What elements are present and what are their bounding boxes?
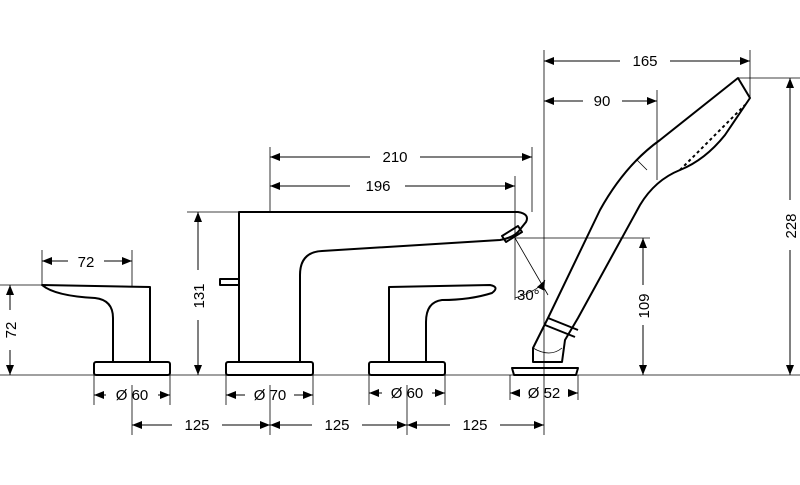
dim-spout-angle: 30° xyxy=(517,287,540,304)
dim-spout-reach-outer: 210 xyxy=(382,149,407,166)
dim-spout-reach-inner: 196 xyxy=(365,178,390,195)
dimension-lines xyxy=(6,57,794,429)
right-handle xyxy=(368,284,497,376)
dim-left-base-diameter: Ø 60 xyxy=(116,387,149,404)
dim-right-base-diameter: Ø 60 xyxy=(391,385,424,402)
dim-spacing-2: 125 xyxy=(324,417,349,434)
dim-shower-total-height: 228 xyxy=(783,213,800,238)
dim-shower-base-diameter: Ø 52 xyxy=(528,385,561,402)
spout xyxy=(219,211,528,376)
dim-spout-outlet-height: 109 xyxy=(636,293,653,318)
dim-spout-height: 131 xyxy=(191,283,208,308)
dim-spacing-1: 125 xyxy=(184,417,209,434)
dim-spout-base-diameter: Ø 70 xyxy=(254,387,287,404)
dim-left-handle-width: 72 xyxy=(78,254,95,271)
hand-shower xyxy=(511,77,751,376)
dim-spacing-3: 125 xyxy=(462,417,487,434)
dim-shower-reach-total: 165 xyxy=(632,53,657,70)
extension-lines xyxy=(0,50,800,435)
left-handle xyxy=(41,284,171,376)
dim-left-handle-height: 72 xyxy=(3,322,20,339)
dim-shower-reach-mid: 90 xyxy=(594,93,611,110)
